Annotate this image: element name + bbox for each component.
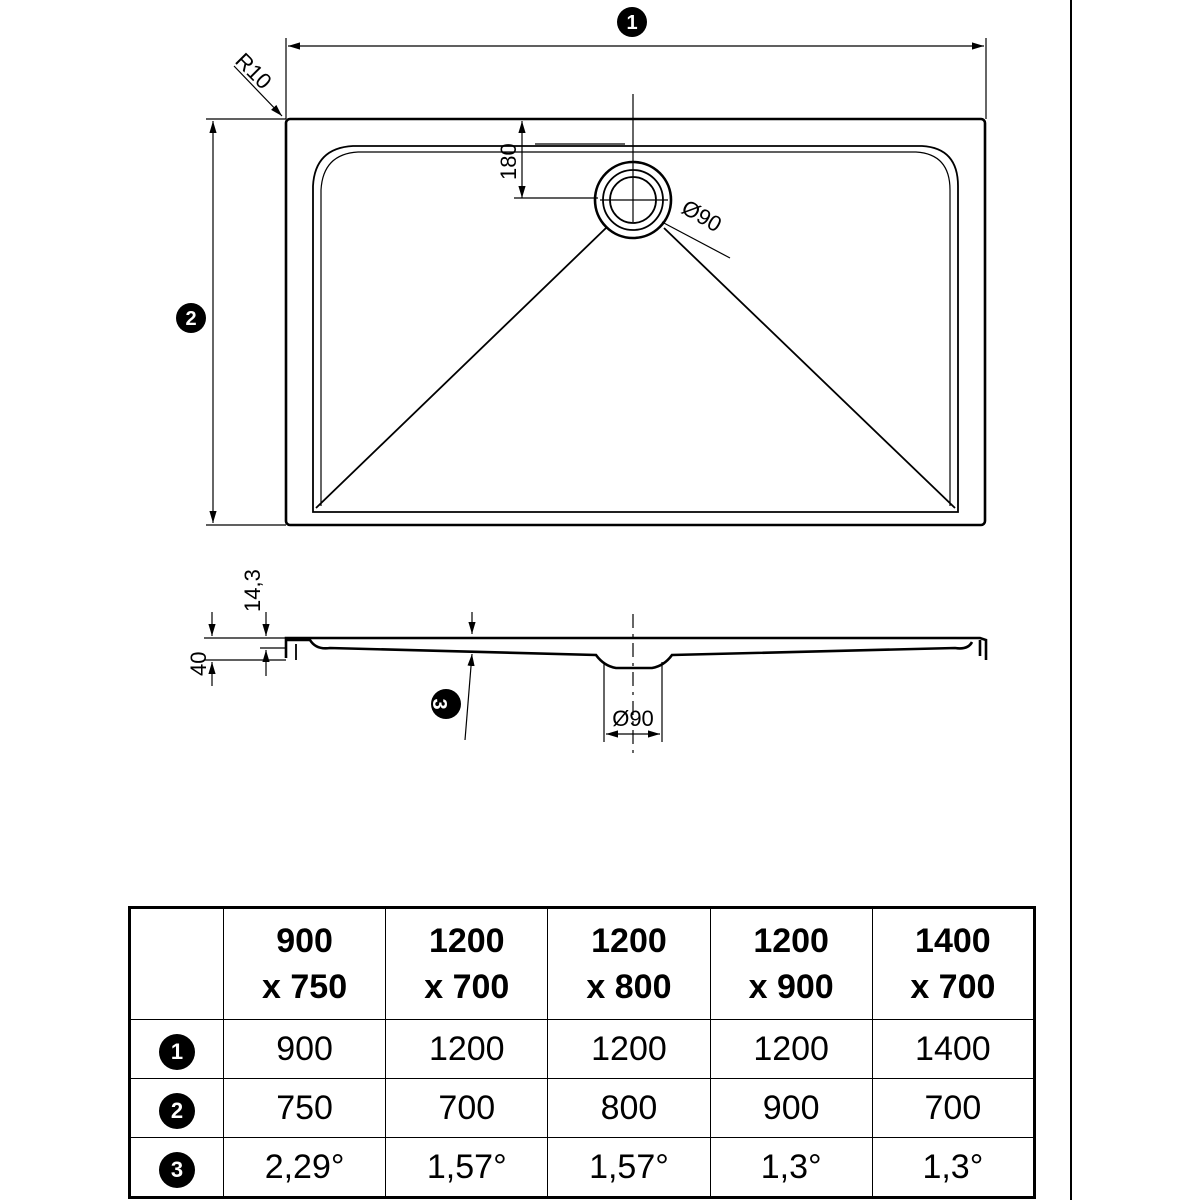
rim-height-label: 14,3 <box>240 569 265 612</box>
row-badge: 2 <box>159 1092 195 1129</box>
drain-diameter-side-label: Ø90 <box>612 706 654 731</box>
tray-outline <box>284 117 987 527</box>
top-view <box>206 38 987 527</box>
drain-offset-label: 180 <box>496 143 521 180</box>
svg-text:3: 3 <box>428 698 450 709</box>
side-view <box>204 612 988 754</box>
table-cell: 900 <box>222 1019 387 1079</box>
badge-width: 1 <box>617 7 647 37</box>
table-cell: 1200 <box>709 1019 873 1079</box>
table-cell: 1,57° <box>385 1137 549 1198</box>
table-cell: 1400 <box>871 1019 1036 1079</box>
table-cell: 1,3° <box>709 1137 873 1198</box>
badge-depth: 2 <box>176 303 206 333</box>
table-cell: 900 <box>709 1078 873 1138</box>
drain-diameter-top-label: Ø90 <box>678 195 727 237</box>
tray-basin <box>312 145 959 513</box>
table-corner-cell <box>129 907 224 1020</box>
shower-tray-drawing: 1 2 R10 180 Ø90 14,3 40 Ø90 3 <box>176 7 988 754</box>
page-divider-line <box>1070 0 1072 1200</box>
table-cell: 700 <box>385 1078 549 1138</box>
slope-line-left <box>315 227 607 509</box>
row-badge: 3 <box>159 1151 195 1188</box>
row-badge-cell: 1 <box>129 1019 224 1079</box>
svg-text:2: 2 <box>185 308 196 330</box>
table-cell: 700 <box>871 1078 1036 1138</box>
row-badge: 1 <box>159 1033 195 1070</box>
svg-text:1: 1 <box>626 12 637 34</box>
table-row: 2 750 700 800 900 700 <box>129 1078 1036 1138</box>
row-badge-cell: 3 <box>129 1137 224 1198</box>
table-cell: 1200 <box>385 1019 549 1079</box>
table-cell: 750 <box>222 1078 387 1138</box>
row-badge-cell: 2 <box>129 1078 224 1138</box>
table-cell: 1,3° <box>871 1137 1036 1198</box>
total-height-label: 40 <box>186 652 211 676</box>
radius-label: R10 <box>230 48 276 94</box>
slope-line-right <box>663 227 956 509</box>
table-cell: 800 <box>547 1078 711 1138</box>
table-row: 3 2,29° 1,57° 1,57° 1,3° 1,3° <box>129 1137 1036 1198</box>
tray-profile <box>284 636 988 670</box>
table-cell: 2,29° <box>222 1137 387 1198</box>
table-cell: 1,57° <box>547 1137 711 1198</box>
table-cell: 1200 <box>547 1019 711 1079</box>
badge-slope: 3 <box>428 689 461 719</box>
table-row: 1 900 1200 1200 1200 1400 <box>129 1019 1036 1079</box>
